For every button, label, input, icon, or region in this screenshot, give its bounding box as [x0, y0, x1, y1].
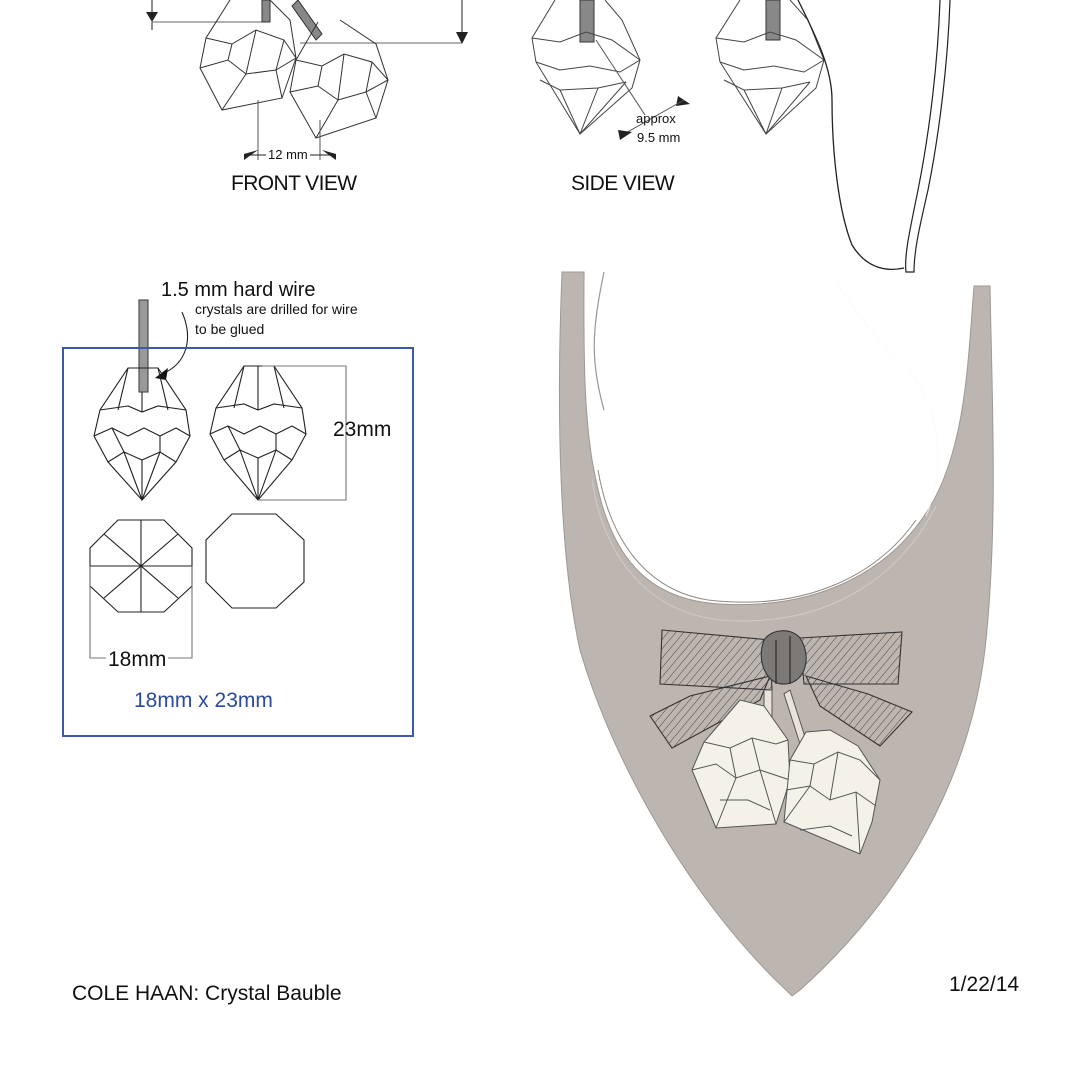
front-width-dimension: 12 mm: [266, 147, 310, 162]
side-depth-dimension-line2: 9.5 mm: [637, 130, 681, 145]
crystal-width-dimension: 18mm: [106, 648, 169, 671]
crystal-spec-drawing: [89, 299, 347, 659]
crystal-bauble: [691, 689, 881, 855]
wire-title: 1.5 mm hard wire: [161, 279, 316, 301]
brand-title: COLE HAAN: Crystal Bauble: [72, 982, 342, 1005]
date-stamp: 1/22/14: [949, 973, 1020, 996]
side-view-label: SIDE VIEW: [571, 172, 675, 195]
crystal-height-dimension: 23mm: [333, 418, 392, 441]
wire-note-line2: to be glued: [195, 321, 265, 337]
crystal-size-summary: 18mm x 23mm: [134, 689, 273, 712]
shoe-top-view: [558, 271, 994, 997]
bow-ornament: [649, 629, 913, 749]
side-view-drawing: [531, 0, 951, 273]
front-view-label: FRONT VIEW: [231, 172, 357, 195]
wire-note-line1: crystals are drilled for wire: [195, 301, 358, 317]
side-depth-dimension-line1: approx: [636, 111, 676, 126]
spec-box-frame: [62, 347, 414, 737]
front-view-drawing: [146, 0, 468, 160]
